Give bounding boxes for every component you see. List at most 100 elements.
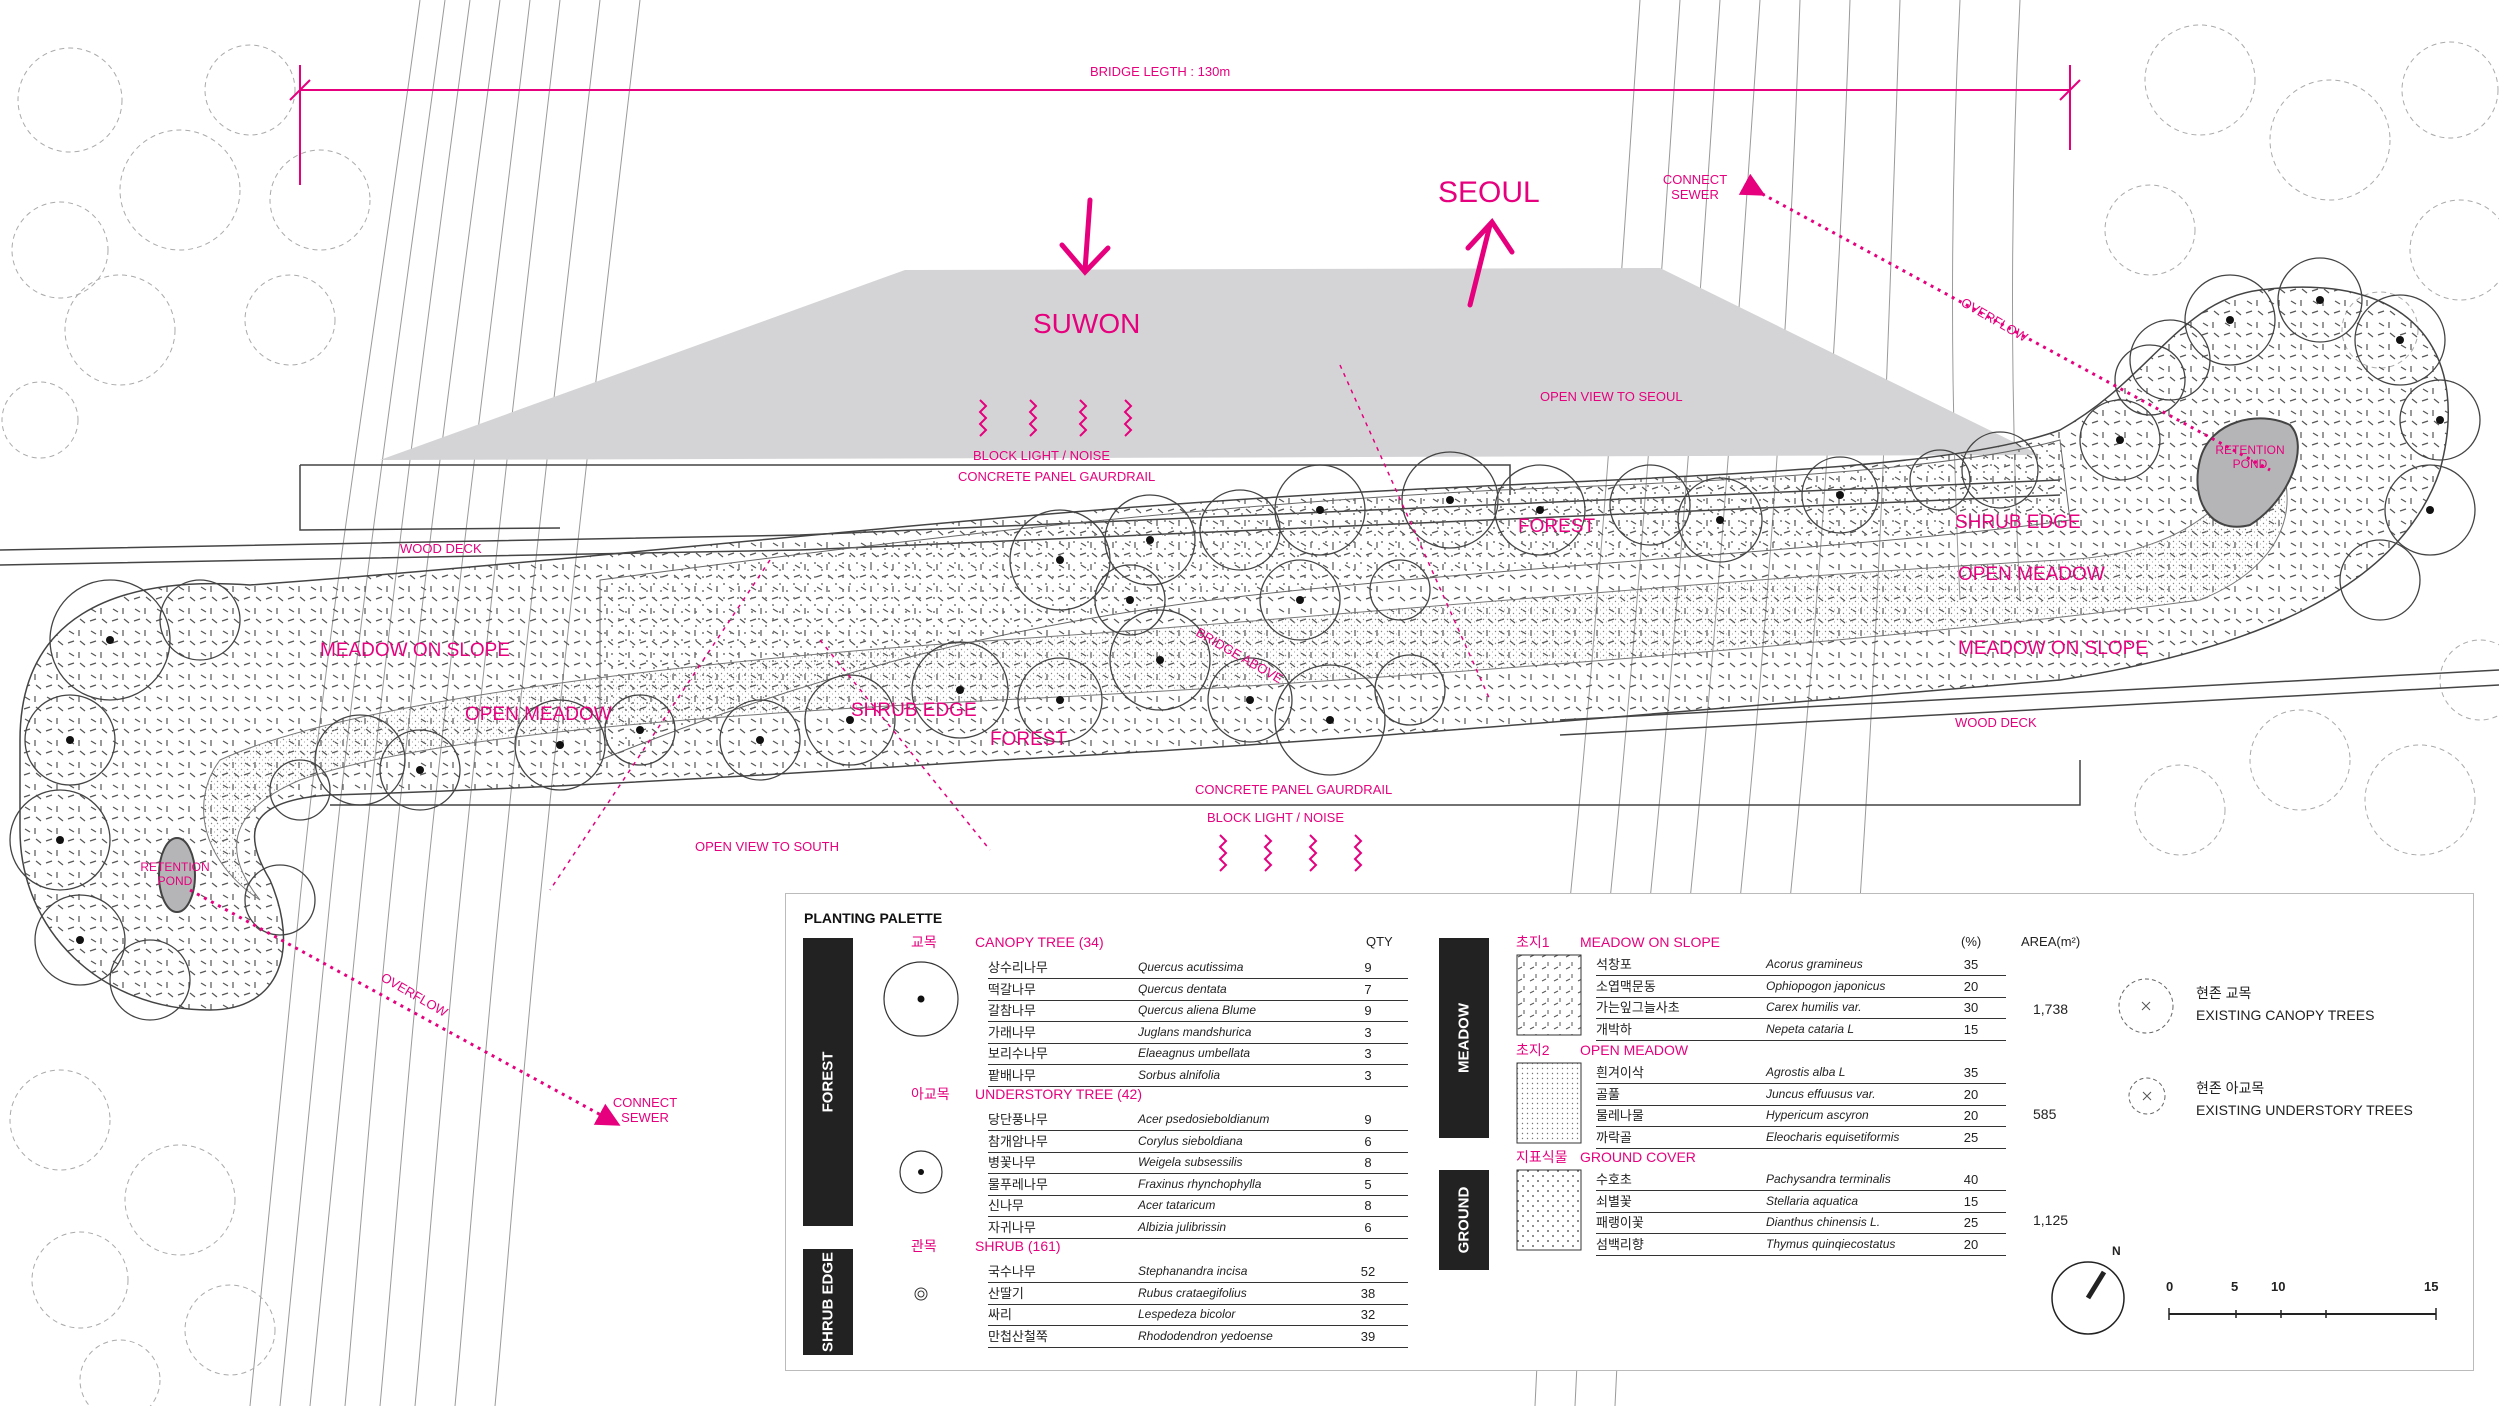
suwon-label: SUWON [1033, 308, 1140, 339]
retention-pond-label-west: RETENTION POND [140, 860, 210, 888]
proposed-trees [9, 257, 2481, 1021]
korean-name: 보리수나무 [988, 1046, 1048, 1061]
forest-bar: FOREST [803, 938, 853, 1226]
existing-trees [1, 24, 2499, 1406]
quantity: 3 [1364, 1024, 1372, 1040]
latin-name: Stellaria aquatica [1766, 1193, 1859, 1208]
scale-labels: 0 5 10 15 [2166, 1279, 2456, 1299]
korean-name: 만첩산철쭉 [988, 1328, 1048, 1344]
korean-name: 상수리나무 [988, 960, 1048, 975]
latin-name: Stephanandra incisa [1138, 1264, 1248, 1278]
korean-name: 물푸레나무 [988, 1176, 1048, 1192]
korean-name: 산딸기 [988, 1285, 1024, 1301]
wood-deck-label-east: WOOD DECK [1955, 715, 2037, 730]
forest-label-east: FOREST [1518, 516, 1595, 537]
latin-name: Agrostis alba L [1766, 1065, 1846, 1079]
qty-header: QTY [1366, 934, 1393, 949]
korean-name: 흰겨이삭 [1596, 1065, 1644, 1080]
north-arrow-icon [2051, 1261, 2125, 1335]
korean-name: 물레나물 [1596, 1108, 1644, 1123]
retention-pond-label-east: RETENTION POND [2215, 443, 2285, 471]
meadow-on-slope-label-west: MEADOW ON SLOPE [320, 640, 510, 661]
open-meadow-swatch [1516, 1062, 1582, 1144]
area-header: AREA(m²) [2021, 934, 2081, 949]
korean-name: 떡갈나무 [988, 981, 1036, 997]
latin-name: Elaeagnus umbellata [1138, 1046, 1251, 1060]
latin-name: Rhododendron yedoense [1138, 1328, 1273, 1343]
tree-trunks [56, 296, 2444, 944]
canopy-row: 보리수나무 Elaeagnus umbellata 3 [988, 1043, 1408, 1065]
korean-name: 패랭이꽃 [1596, 1215, 1644, 1230]
scale-label-0: 0 [2166, 1279, 2174, 1294]
meadow-on-slope-label-east: MEADOW ON SLOPE [1958, 638, 2148, 659]
percentage: 25 [1963, 1129, 1979, 1145]
open-view-south-label: OPEN VIEW TO SOUTH [695, 839, 839, 854]
latin-name: Eleocharis equisetiformis [1766, 1129, 1900, 1144]
quantity: 38 [1360, 1285, 1376, 1301]
shrub-edge-label-west: SHRUB EDGE [851, 700, 977, 721]
meadow-slope-area: 1,738 [2033, 1001, 2069, 1017]
latin-name: Corylus sieboldiana [1138, 1133, 1243, 1148]
north-label: N [2112, 1244, 2121, 1258]
latin-name: Nepeta cataria L [1766, 1021, 1855, 1036]
percentage: 20 [1963, 1086, 1979, 1102]
understory-tree-symbol [899, 1150, 943, 1194]
open-meadow-area: 585 [2033, 1106, 2057, 1122]
korean-name: 소엽맥문동 [1596, 978, 1656, 994]
korean-name: 섬백리향 [1596, 1236, 1644, 1252]
latin-name: Quercus dentata [1138, 981, 1227, 996]
quantity: 9 [1364, 960, 1372, 975]
latin-name: Acer psedosieboldianum [1138, 1112, 1270, 1126]
view-lines [549, 364, 1491, 891]
korean-name: 신나무 [988, 1198, 1024, 1213]
existing-canopy-icon [2118, 978, 2174, 1034]
open-meadow-label-west: OPEN MEADOW [465, 704, 612, 725]
open-meadow-label-east: OPEN MEADOW [1958, 564, 2105, 585]
open-view-seoul-label: OPEN VIEW TO SEOUL [1540, 389, 1683, 404]
korean-name: 싸리 [988, 1307, 1012, 1322]
korean-name: 갈참나무 [988, 1003, 1036, 1018]
existing-understory-icon [2128, 1077, 2166, 1115]
shrub-edge-bar: SHRUB EDGE [803, 1249, 853, 1355]
quantity: 3 [1364, 1046, 1372, 1061]
latin-name: Pachysandra terminalis [1766, 1172, 1891, 1186]
percentage: 35 [1963, 957, 1979, 972]
latin-name: Sorbus alnifolia [1138, 1067, 1221, 1082]
meadow-bar: MEADOW [1439, 938, 1489, 1138]
korean-name: 팥배나무 [988, 1067, 1036, 1083]
noise-squiggles [978, 399, 1363, 872]
block-light-label-top: BLOCK LIGHT / NOISE [973, 448, 1110, 463]
shrub-symbol [914, 1287, 928, 1301]
scale-bar [2168, 1308, 2437, 1320]
quantity: 32 [1360, 1307, 1376, 1322]
percentage: 40 [1963, 1172, 1979, 1187]
latin-name: Carex humilis var. [1766, 1000, 1862, 1014]
latin-name: Hypericum ascyron [1766, 1108, 1869, 1122]
pct-header: (%) [1961, 934, 1982, 949]
direction-arrows [1059, 197, 1515, 308]
connect-sewer-label-top: CONNECT SEWER [1662, 172, 1728, 202]
